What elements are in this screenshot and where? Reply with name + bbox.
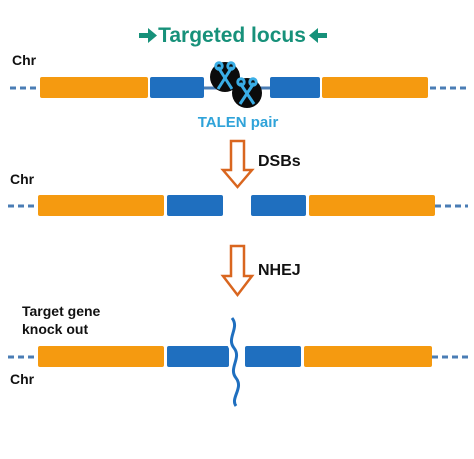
chromosome-row-3: Target gene knock out Chr (8, 303, 468, 409)
dsbs-label: DSBs (258, 153, 301, 170)
exon-orange-left-2 (38, 195, 164, 216)
chr-label-1: Chr (12, 52, 37, 68)
exon-blue-left-2 (167, 195, 223, 216)
left-arrow-icon (309, 28, 327, 43)
talen-pair-label: TALEN pair (198, 114, 279, 131)
down-arrow-icon (220, 139, 255, 189)
exon-blue-left-1 (150, 77, 204, 98)
exon-orange-left-3 (38, 346, 164, 367)
title-group: Targeted locus (139, 24, 327, 47)
down-arrow-icon (220, 244, 255, 298)
chromosome-row-1: Chr TALEN pair (10, 52, 468, 131)
exon-orange-right-1 (322, 77, 428, 98)
chromosome-row-2: Chr (8, 171, 468, 216)
exon-blue-left-3 (167, 346, 229, 367)
exon-blue-right-2 (251, 195, 306, 216)
right-arrow-icon (139, 28, 157, 43)
target-gene-label-line2: knock out (22, 321, 88, 337)
chr-label-2: Chr (10, 171, 35, 187)
exon-blue-right-1 (270, 77, 320, 98)
talen-left (210, 61, 240, 92)
nhej-label: NHEJ (258, 262, 301, 279)
chr-label-3: Chr (10, 371, 35, 387)
exon-orange-left-1 (40, 77, 148, 98)
exon-orange-right-3 (304, 346, 432, 367)
wavy-break-icon (226, 315, 243, 409)
process-arrow-1: DSBs (220, 139, 301, 189)
talen-right (232, 77, 262, 108)
exon-orange-right-2 (309, 195, 435, 216)
exon-blue-right-3 (245, 346, 301, 367)
scissors-icon (236, 77, 258, 105)
process-arrow-2: NHEJ (220, 244, 301, 298)
scissors-icon (214, 61, 236, 90)
target-gene-label-line1: Target gene (22, 303, 101, 319)
title: Targeted locus (158, 24, 306, 47)
